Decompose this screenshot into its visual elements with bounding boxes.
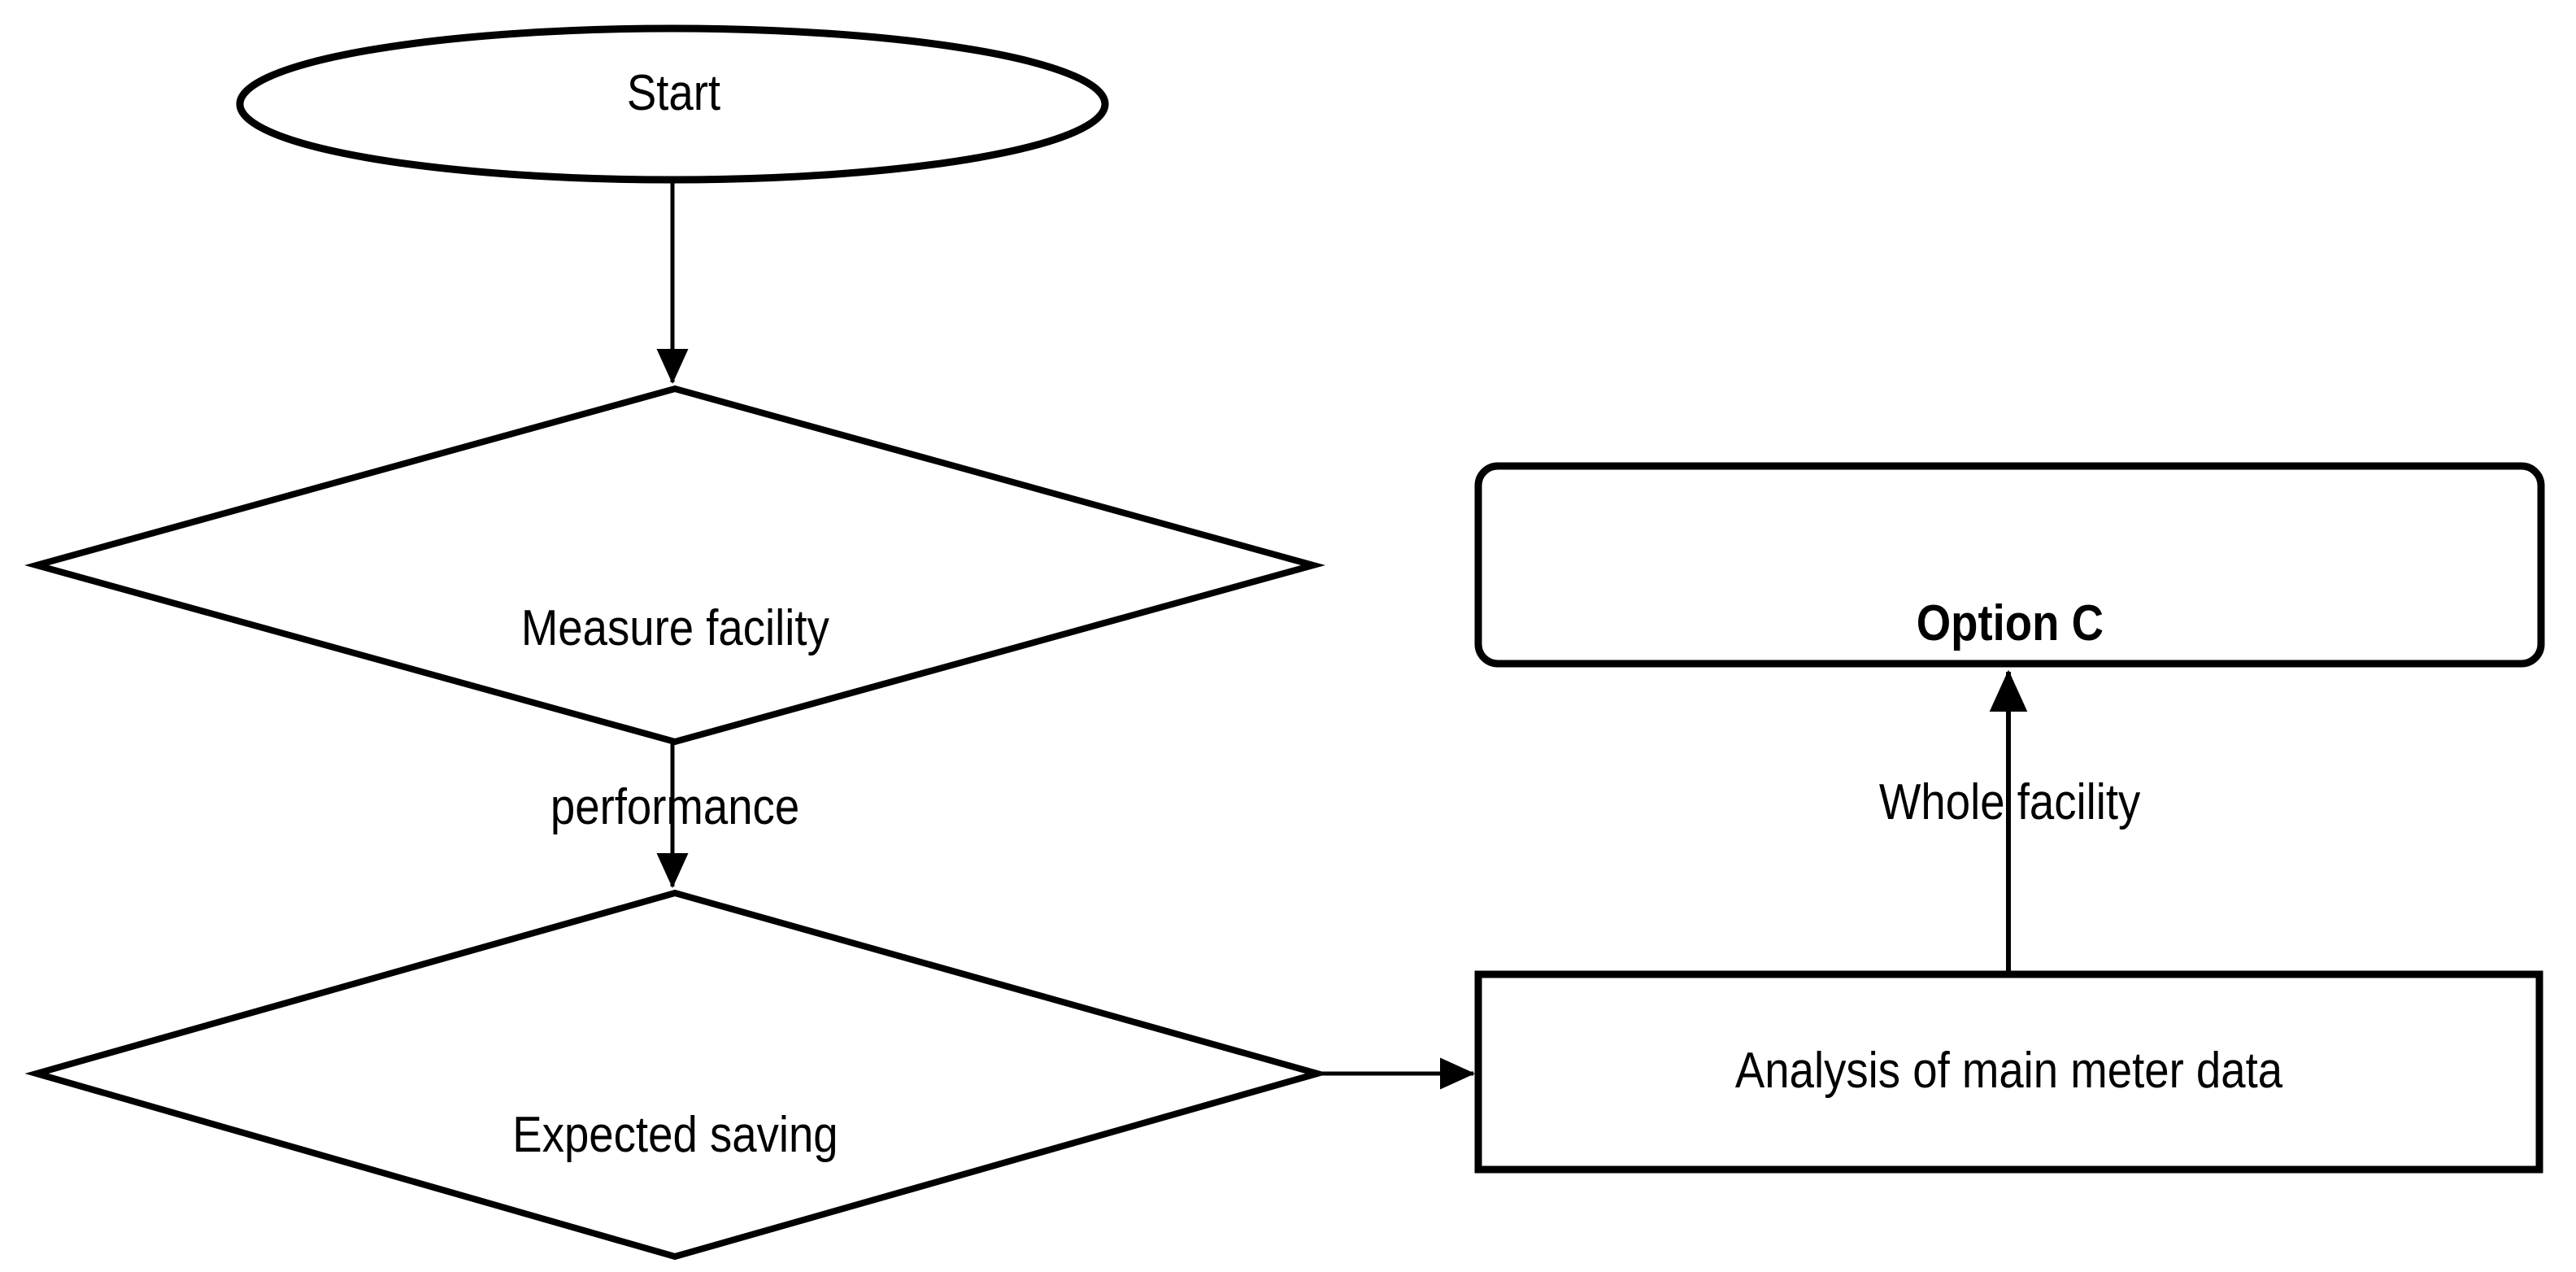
node-analysis-shape[interactable] <box>1474 970 2543 1174</box>
node-start-shape[interactable] <box>236 24 1109 184</box>
node-saving-shape[interactable] <box>24 889 1329 1261</box>
node-option-c-shape[interactable] <box>1474 462 2545 668</box>
node-measure-shape[interactable] <box>24 385 1326 746</box>
